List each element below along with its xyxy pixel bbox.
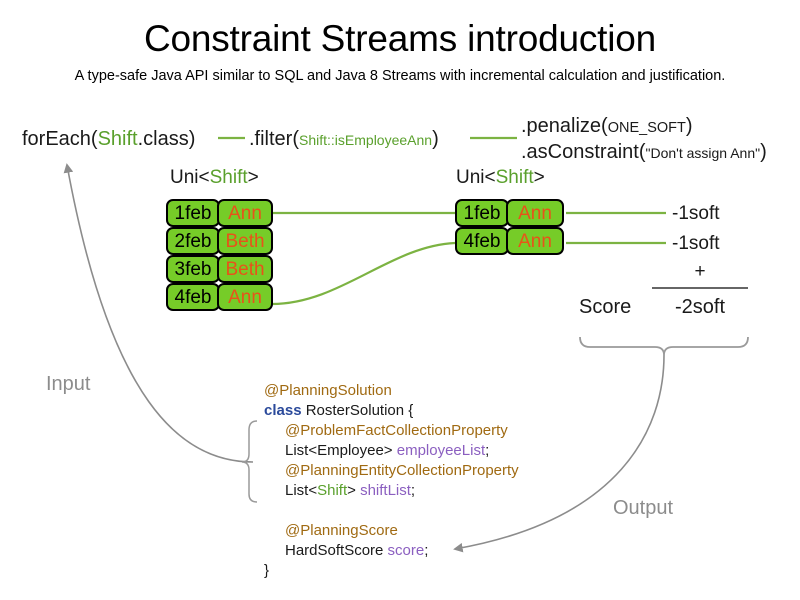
shift-date-cell: 2feb [166,227,220,255]
foreach-type: Shift [97,128,138,150]
uni-caption-left: Uni<Shift> [170,167,259,189]
code-token [264,502,268,519]
asconstraint-arg: "Don't assign Ann" [645,145,761,161]
penalize-method: .penalize( [521,115,608,137]
output-label: Output [613,497,674,519]
penalize-arg: ONE_SOFT [607,120,686,136]
code-token: employeeList [396,442,486,459]
code-line: @PlanningScore [264,521,519,541]
shift-date-cell: 3feb [166,255,220,283]
pipeline-foreach: forEach(Shift.class) [22,128,195,151]
score-label: Score [579,296,632,318]
shift-date-cell: 4feb [166,283,220,311]
code-line: HardSoftScore score; [264,541,519,561]
code-token: HardSoftScore [285,542,388,559]
uni-right-prefix: Uni< [456,167,496,188]
filter-method: .filter( [249,128,299,150]
code-line: @PlanningEntityCollectionProperty [264,461,519,481]
filter-tail: ) [432,128,439,150]
foreach-method: forEach( [22,128,98,150]
code-token: ; [424,542,429,559]
uni-caption-right: Uni<Shift> [456,167,545,189]
code-line: List<Shift> shiftList; [264,481,519,501]
shift-employee-cell: Beth [217,255,273,283]
code-token: class [264,402,302,419]
code-line: @PlanningSolution [264,381,519,401]
match-score-2: -1soft [672,233,720,254]
code-token: ; [410,482,416,499]
code-token: ; [485,442,490,459]
page-title: Constraint Streams introduction [143,18,657,59]
score-operator: + [694,261,706,282]
shift-employee-cell: Ann [506,227,564,255]
code-line [264,501,519,521]
shift-date-cell: 1feb [166,199,220,227]
uni-left-prefix: Uni< [170,167,210,188]
code-token: RosterSolution { [301,402,414,419]
uni-left-suffix: > [247,167,259,188]
foreach-tail: .class) [137,128,196,150]
shift-employee-cell: Ann [506,199,564,227]
pipeline-penalize: .penalize(ONE_SOFT) [521,115,693,138]
code-fields-brace [241,420,258,503]
code-token: shiftList [360,482,411,499]
score-total: -2soft [674,296,726,318]
asconstraint-method: .asConstraint( [521,141,646,163]
shift-employee-cell: Beth [217,227,273,255]
shift-employee-cell: Ann [217,283,273,311]
code-line: @ProblemFactCollectionProperty [264,421,519,441]
pipeline-filter: .filter(Shift::isEmployeeAnn) [249,128,439,151]
code-token: } [264,562,270,579]
code-token: > [347,482,361,499]
pipeline-asconstraint: .asConstraint("Don't assign Ann") [521,141,767,164]
shift-date-cell: 4feb [455,227,509,255]
asconstraint-tail: ) [760,141,767,163]
code-token: Shift [317,482,348,499]
penalize-tail: ) [685,115,693,137]
shift-employee-cell: Ann [217,199,273,227]
score-brace [579,336,749,356]
uni-right-suffix: > [533,167,545,188]
code-line: } [264,561,519,581]
code-token: List< [285,482,318,499]
code-token: @PlanningEntityCollectionProperty [285,462,519,479]
match-score-1: -1soft [672,203,720,224]
code-token: @PlanningScore [285,522,398,539]
code-line: List<Employee> employeeList; [264,441,519,461]
code-token: score [387,542,425,559]
code-line: class RosterSolution { [264,401,519,421]
uni-left-type: Shift [209,167,248,188]
input-label: Input [46,373,91,395]
code-token: @ProblemFactCollectionProperty [285,422,508,439]
connector-row4-left-right [271,241,456,306]
uni-right-type: Shift [495,167,534,188]
code-token: @PlanningSolution [264,382,392,399]
filter-arg: Shift::isEmployeeAnn [299,132,433,148]
page-subtitle: A type-safe Java API similar to SQL and … [74,68,726,84]
code-token: List<Employee> [285,442,397,459]
shift-date-cell: 1feb [455,199,509,227]
